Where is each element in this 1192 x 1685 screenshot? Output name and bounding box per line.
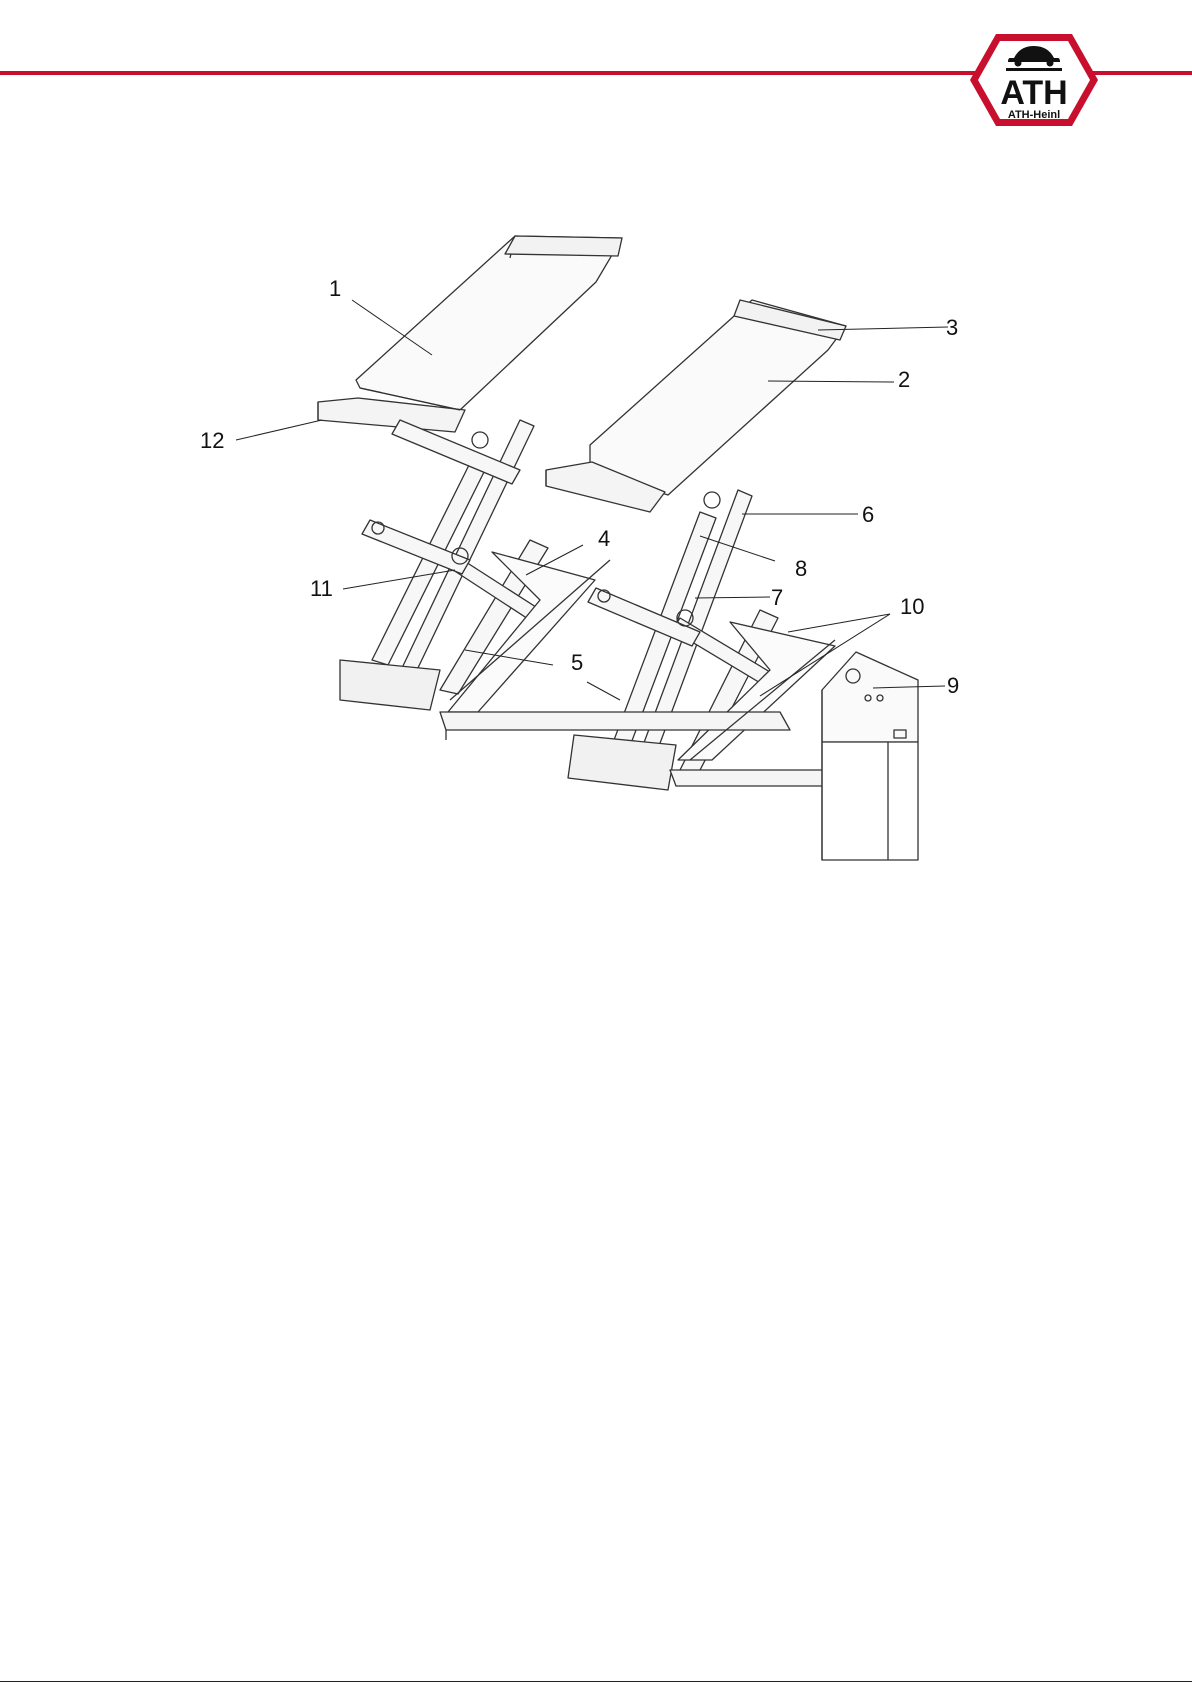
callout-7: 7 — [771, 587, 783, 609]
callout-4: 4 — [598, 528, 610, 550]
callout-8: 8 — [795, 558, 807, 580]
callout-12: 12 — [200, 430, 224, 452]
callout-11: 11 — [310, 578, 333, 600]
callout-3: 3 — [946, 317, 958, 339]
callout-6: 6 — [862, 504, 874, 526]
leader-lines — [236, 300, 948, 700]
right-platform — [546, 300, 846, 512]
left-scissor — [340, 420, 595, 712]
left-platform — [318, 236, 622, 432]
control-box — [822, 652, 918, 860]
callout-10: 10 — [900, 596, 924, 618]
footer-rule — [0, 1681, 1192, 1682]
callout-9: 9 — [947, 675, 959, 697]
callout-2: 2 — [898, 369, 910, 391]
callout-1: 1 — [329, 278, 341, 300]
callout-5: 5 — [571, 652, 583, 674]
